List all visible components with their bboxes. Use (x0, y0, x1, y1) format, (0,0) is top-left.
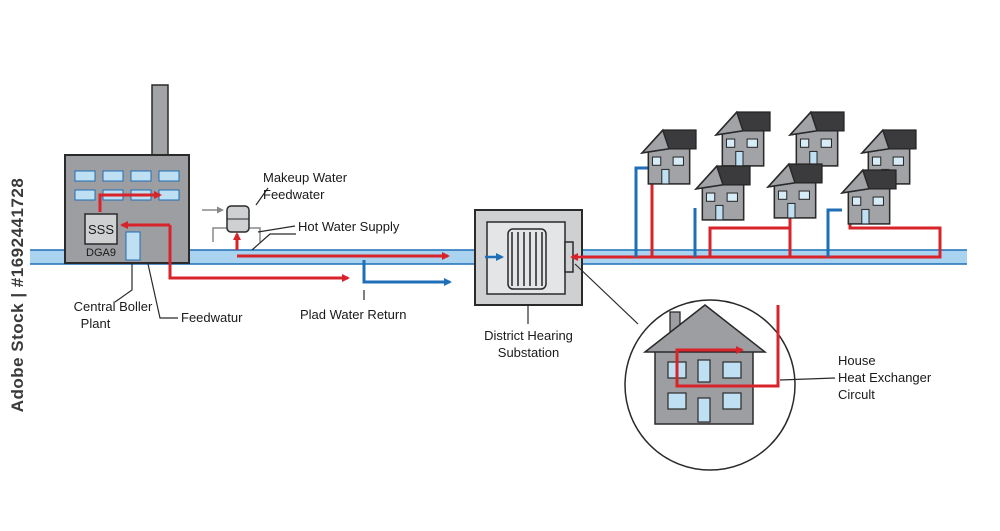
house-detail (574, 263, 796, 471)
house-icon (767, 163, 823, 219)
heat-exchanger-icon (474, 209, 583, 306)
house-icon (841, 169, 897, 225)
leader-lines (114, 187, 836, 381)
central-boiler-label-line1: Central Boller (73, 299, 153, 314)
house-icon (715, 111, 771, 167)
hot-water-supply-label: Hot Water Supply (298, 219, 400, 234)
house-label-line3: Circult (838, 387, 875, 402)
houses (641, 111, 917, 225)
house-label-line2: Heat Exchanger (838, 370, 932, 385)
feedwater-bottom-label: Feedwatur (181, 310, 243, 325)
makeup-water-label: Makeup Water (263, 170, 348, 185)
house-label-line1: House (838, 353, 876, 368)
valve-icon (202, 205, 261, 242)
boiler-flow (98, 191, 350, 282)
substation-label-line2: Substation (497, 345, 560, 360)
water-return-label: Plad Water Return (300, 307, 407, 322)
boiler-code: DGA9 (86, 247, 116, 259)
house-icon (695, 165, 751, 221)
house-icon (789, 111, 845, 167)
boiler-icon (84, 213, 118, 245)
boiler-glyph: SSS (88, 222, 114, 237)
chimney-icon (151, 84, 169, 160)
central-boiler-label-line2: Plant (80, 316, 111, 331)
supply-return-lines (233, 232, 452, 286)
house-icon (641, 129, 697, 185)
substation-label-line1: District Hearing (484, 328, 573, 343)
side-watermark: Adobe Stock | #1692441728 (8, 177, 27, 413)
factory-icon: SSS DGA9 (64, 84, 190, 264)
feedwater-top-label: Feedwater (263, 187, 325, 202)
